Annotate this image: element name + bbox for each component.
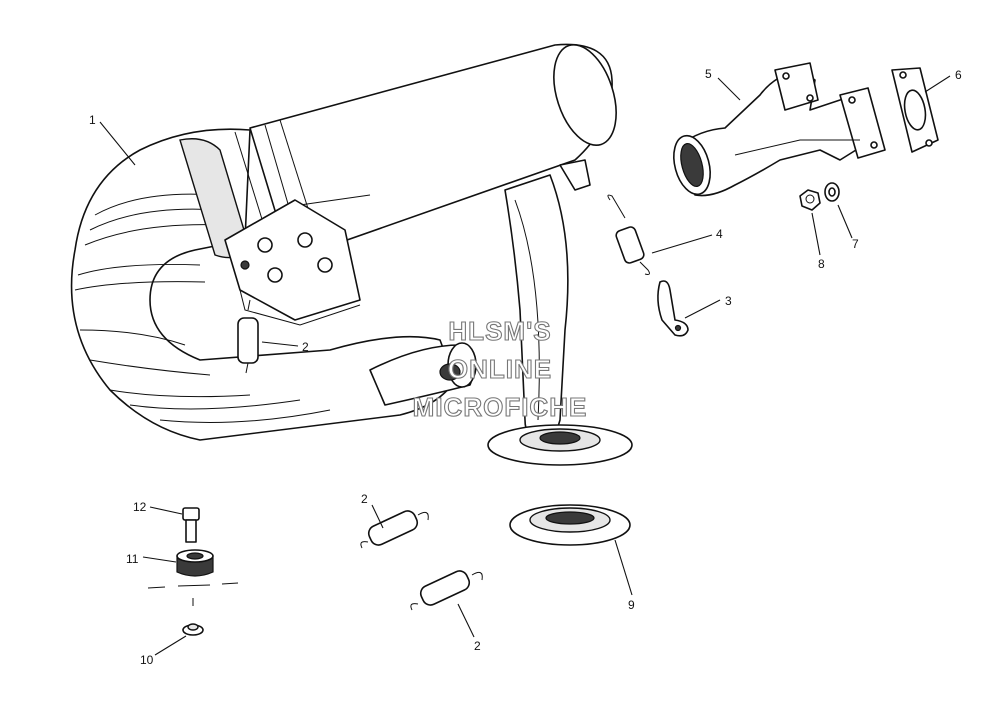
watermark-line-3: MICROFICHE <box>413 392 588 422</box>
callout-3: 3 <box>725 294 732 308</box>
callout-2-lower-spring-a: 2 <box>361 492 368 506</box>
callout-11: 11 <box>126 552 139 566</box>
spring-lower-a <box>360 510 429 549</box>
callout-9: 9 <box>628 598 635 612</box>
callout-2-lower-spring-b: 2 <box>474 639 481 653</box>
callout-8: 8 <box>818 257 825 271</box>
spring-lower-b <box>410 570 483 611</box>
callout-12: 12 <box>133 500 147 514</box>
callout-10: 10 <box>140 653 154 667</box>
callout-1: 1 <box>89 113 96 127</box>
callout-5: 5 <box>705 67 712 81</box>
assembly-line <box>147 582 239 606</box>
spring-upper <box>607 194 650 275</box>
bolt <box>182 507 200 543</box>
grommet <box>509 504 631 546</box>
watermark: HLSM'S ONLINE MICROFICHE <box>412 315 588 422</box>
callout-6: 6 <box>955 68 962 82</box>
mounting-bracket <box>224 199 361 326</box>
leader-lines <box>99 75 951 656</box>
clamp <box>657 280 689 337</box>
exhaust-manifold <box>673 62 886 197</box>
callouts: 1 2 2 2 3 4 5 6 7 8 9 10 11 12 <box>89 67 962 667</box>
callout-7: 7 <box>852 237 859 251</box>
washer <box>824 182 840 202</box>
watermark-line-2: ONLINE <box>448 354 552 384</box>
manifold-gasket <box>891 67 939 153</box>
watermark-line-1: HLSM'S <box>448 316 551 346</box>
flange-nut <box>182 623 204 636</box>
spacer <box>176 549 214 577</box>
callout-2-pipe-spring: 2 <box>302 340 309 354</box>
nut <box>799 189 821 211</box>
muffler-can <box>249 43 617 261</box>
tailpipe <box>487 159 633 466</box>
spring-on-pipe <box>237 299 259 374</box>
callout-4: 4 <box>716 227 723 241</box>
